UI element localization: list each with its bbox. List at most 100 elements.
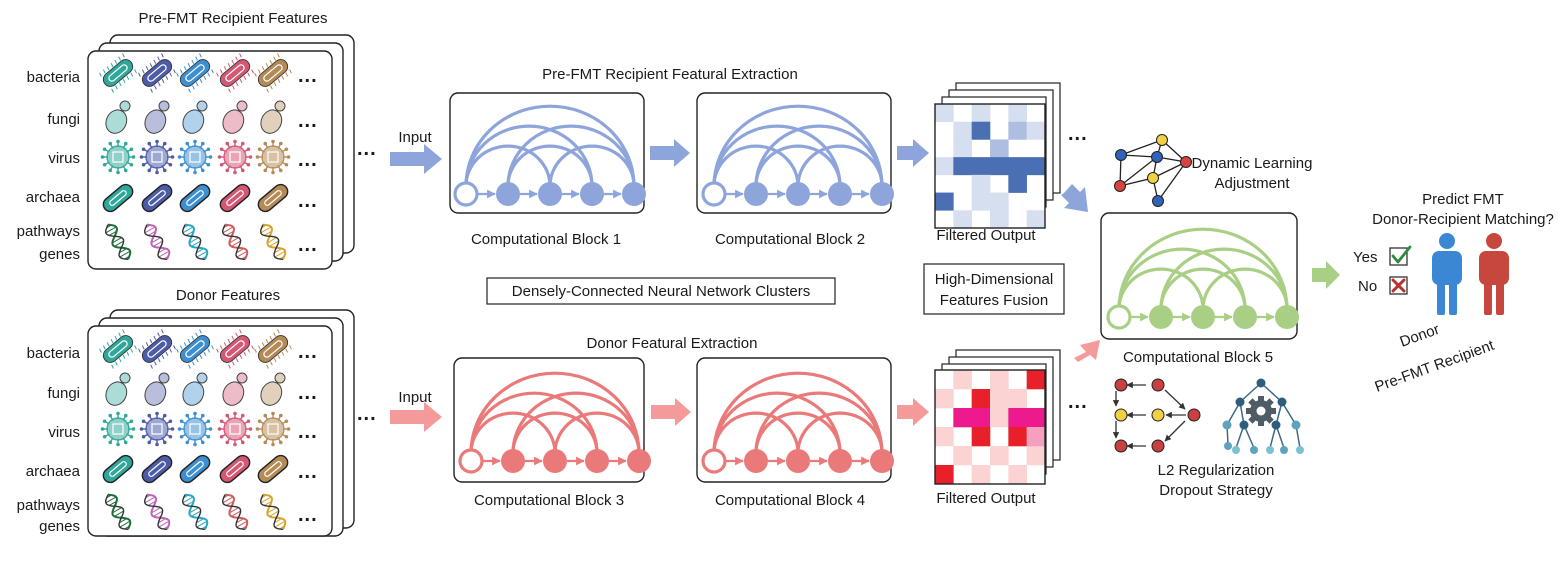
row-ellipsis: ... xyxy=(298,341,318,363)
bacteria-icon xyxy=(176,329,214,369)
input-node xyxy=(458,448,484,474)
fusion-label-line2: Features Fusion xyxy=(940,292,1048,309)
dna-icon xyxy=(182,493,209,531)
bacteria-icon xyxy=(216,329,254,369)
heatmap-cell xyxy=(1026,157,1046,176)
network-node xyxy=(501,449,525,473)
row-label-archaea: archaea xyxy=(26,189,81,206)
fusion-label-box xyxy=(923,263,1065,315)
skip-connection xyxy=(712,124,842,187)
virus-icon xyxy=(217,139,253,175)
dna-icon xyxy=(105,223,132,261)
yes-label: Yes xyxy=(1353,249,1377,266)
heatmap-cell xyxy=(1026,408,1046,428)
skip-connection xyxy=(754,124,884,187)
skip-connection xyxy=(1201,267,1289,310)
regularization-label-line1: L2 Regularization xyxy=(1158,462,1275,479)
fungi-icon xyxy=(105,372,131,406)
archaea-icon xyxy=(179,183,211,213)
heatmap-cell xyxy=(990,157,1009,176)
archaea-icon xyxy=(219,183,251,213)
recipient-feature-icons: ............... xyxy=(99,53,318,261)
bacteria-icon xyxy=(254,329,292,369)
dropout-tree-gear-icon xyxy=(1222,378,1304,454)
donor-label: Donor xyxy=(1398,321,1442,351)
bacteria-icon xyxy=(254,53,292,93)
donor-row-labels: bacteria fungi virus archaea pathways ge… xyxy=(17,345,81,535)
archaea-icon xyxy=(102,183,134,213)
heatmap-cell xyxy=(990,370,1009,390)
heatmap-cell xyxy=(953,139,972,158)
network-node xyxy=(744,182,768,206)
network-node xyxy=(538,182,562,206)
arrow-block3-to-block4 xyxy=(651,398,691,426)
row-label-bacteria: bacteria xyxy=(27,345,81,362)
virus-icon xyxy=(100,411,136,447)
archaea-icon xyxy=(179,454,211,484)
output-label-top: Filtered Output xyxy=(936,227,1036,244)
bacteria-icon xyxy=(216,53,254,93)
middle-label: Densely-Connected Neural Network Cluster… xyxy=(512,283,810,300)
middle-label-box xyxy=(486,277,836,305)
input-node xyxy=(701,448,727,474)
skip-connection xyxy=(1117,247,1247,310)
heatmap-cell xyxy=(935,192,954,211)
archaea-icon xyxy=(257,183,289,213)
archaea-icon xyxy=(102,454,134,484)
heatmap-cell xyxy=(935,465,954,485)
heatmap-cell xyxy=(971,465,991,485)
archaea-icon xyxy=(141,454,173,484)
row-ellipsis: ... xyxy=(298,461,318,483)
row-label-genes: genes xyxy=(39,246,80,263)
filtered-output-top xyxy=(934,82,1061,229)
check-icon xyxy=(1389,245,1412,266)
fungi-icon xyxy=(182,100,208,134)
heatmap-cell xyxy=(1026,427,1046,447)
network-node xyxy=(1233,305,1257,329)
skip-connection xyxy=(464,104,636,187)
row-label-fungi: fungi xyxy=(47,111,80,128)
virus-icon xyxy=(255,139,291,175)
network-node xyxy=(786,182,810,206)
bacteria-icon xyxy=(138,53,176,93)
fungi-icon xyxy=(260,372,286,406)
network-node xyxy=(1191,305,1215,329)
row-ellipsis: ... xyxy=(298,110,318,132)
heatmap-cell xyxy=(953,446,972,466)
output-label-bottom: Filtered Output xyxy=(936,490,1036,507)
heatmap-cell xyxy=(1026,210,1046,229)
l2-regularization-cycle-icon xyxy=(1112,378,1201,453)
heatmap-cell xyxy=(1008,427,1027,447)
heatmap-cell xyxy=(935,157,954,176)
skip-connection xyxy=(469,371,641,454)
heatmap-cell xyxy=(935,389,954,409)
fungi-icon xyxy=(105,100,131,134)
row-label-bacteria: bacteria xyxy=(27,69,81,86)
block-2-label: Computational Block 2 xyxy=(715,231,865,248)
skip-connection xyxy=(754,391,884,454)
dna-icon xyxy=(144,223,171,261)
recipient-panel-title: Pre-FMT Recipient Features xyxy=(139,10,328,27)
input-arrow-top xyxy=(390,144,442,174)
bottom-branch-title: Donor Featural Extraction xyxy=(587,335,758,352)
row-label-pathways: pathways xyxy=(17,223,80,240)
skip-connection xyxy=(1159,247,1289,310)
heatmap-cell xyxy=(1008,174,1027,193)
heatmap-cell xyxy=(990,389,1009,409)
bacteria-icon xyxy=(99,53,137,93)
dynamic-label-line2: Adjustment xyxy=(1214,175,1290,192)
virus-icon xyxy=(139,411,175,447)
input-node xyxy=(701,181,727,207)
ellipsis-output-bottom: ... xyxy=(1068,391,1088,413)
dense-network-5 xyxy=(1106,227,1299,330)
row-label-virus: virus xyxy=(48,150,80,167)
arrow-bottom-to-block5 xyxy=(1074,340,1100,362)
row-ellipsis: ... xyxy=(298,234,318,256)
virus-icon xyxy=(177,411,213,447)
skip-connection xyxy=(712,104,884,187)
heatmap-cell xyxy=(953,408,972,428)
dynamic-label-line1: Dynamic Learning xyxy=(1192,155,1313,172)
heatmap-cell xyxy=(953,210,972,229)
dna-icon xyxy=(222,493,249,531)
network-node xyxy=(828,182,852,206)
